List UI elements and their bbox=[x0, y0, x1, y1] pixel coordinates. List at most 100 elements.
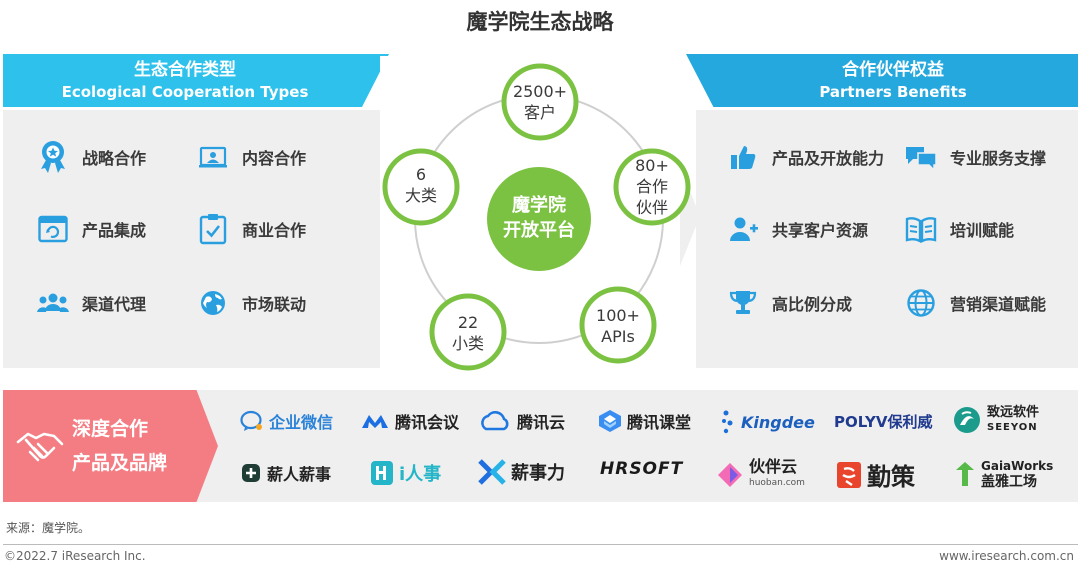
bubble-categories bbox=[382, 148, 460, 226]
logo-polyv: POLYV保利威 bbox=[834, 411, 932, 432]
bubble-caption: 大类 bbox=[404, 186, 437, 205]
logo-tencent-meeting: 腾讯会议 bbox=[360, 409, 459, 433]
logo-text: 薪事力 bbox=[511, 463, 565, 484]
logo-subtext: huoban.com bbox=[749, 478, 805, 488]
right-item-label: 产品及开放能力 bbox=[772, 149, 885, 168]
logo-text: GaiaWorks bbox=[981, 459, 1054, 473]
bubble-caption: 伙伴 bbox=[635, 198, 668, 217]
source-note: 来源：魔学院。 bbox=[6, 521, 91, 535]
thumbs-up-icon bbox=[726, 140, 760, 174]
huoban-text: 伙伴云 huoban.com bbox=[749, 458, 805, 492]
wecom-icon bbox=[240, 410, 264, 432]
logo-text: 伙伴云 bbox=[749, 457, 798, 476]
right-item-label: 专业服务支撑 bbox=[950, 149, 1047, 168]
book-icon bbox=[904, 212, 938, 246]
handshake-icon bbox=[16, 432, 64, 462]
qince-icon bbox=[836, 461, 862, 489]
footer-website: www.iresearch.com.cn bbox=[939, 549, 1074, 563]
bubble-value: 100+ bbox=[596, 306, 640, 325]
left-panel-title-zh: 生态合作类型 bbox=[134, 60, 236, 80]
globe-icon bbox=[904, 286, 938, 320]
footer-copyright: ©2022.7 iResearch Inc. bbox=[4, 549, 146, 563]
center-hub-label: 魔学院 开放平台 bbox=[489, 193, 589, 243]
left-panel-header: 生态合作类型 Ecological Cooperation Types bbox=[3, 54, 389, 107]
kingdee-icon bbox=[720, 409, 736, 435]
left-panel-title-en: Ecological Cooperation Types bbox=[61, 83, 309, 101]
trophy-icon bbox=[726, 286, 760, 320]
logo-subtext: SEEYON bbox=[987, 422, 1038, 433]
right-panel-header: 合作伙伴权益 Partners Benefits bbox=[686, 54, 1078, 107]
bubble-apis-label: 100+ APIs bbox=[578, 305, 658, 347]
right-item-label: 共享客户资源 bbox=[772, 221, 869, 240]
logo-text: 勤策 bbox=[867, 462, 915, 491]
logo-tencent-classroom: 腾讯课堂 bbox=[598, 409, 691, 433]
logo-text: i人事 bbox=[399, 464, 442, 485]
people-group-icon bbox=[36, 286, 70, 320]
right-panel-body bbox=[696, 110, 1078, 368]
hub-line2: 开放平台 bbox=[503, 220, 575, 241]
bubble-subcategories-label: 22 小类 bbox=[428, 312, 508, 354]
bubble-caption: 合作 bbox=[635, 177, 668, 196]
right-item-customers: 共享客户资源 bbox=[726, 212, 868, 246]
xinshili-icon bbox=[478, 459, 506, 485]
right-item-service: 专业服务支撑 bbox=[904, 140, 1046, 174]
band-line2: 产品及品牌 bbox=[72, 452, 168, 474]
left-item-channel: 渠道代理 bbox=[36, 286, 146, 320]
globe-icon bbox=[196, 286, 230, 320]
bubble-subcategories bbox=[429, 293, 507, 371]
tencent-meeting-icon bbox=[360, 412, 390, 430]
left-item-market: 市场联动 bbox=[196, 286, 306, 320]
logo-text: 腾讯会议 bbox=[395, 413, 460, 432]
tencent-classroom-icon bbox=[598, 409, 622, 433]
left-item-content: 内容合作 bbox=[196, 140, 306, 174]
right-item-label: 高比例分成 bbox=[772, 295, 853, 314]
logo-kingdee: Kingdee bbox=[720, 409, 815, 435]
center-hub bbox=[487, 167, 591, 271]
band-title: 深度合作 产品及品牌 bbox=[72, 412, 167, 480]
logo-text: 腾讯课堂 bbox=[627, 413, 692, 432]
bubble-partners bbox=[613, 148, 691, 226]
right-panel-title-zh: 合作伙伴权益 bbox=[842, 60, 944, 80]
right-panel-title-en: Partners Benefits bbox=[819, 83, 967, 101]
left-item-label: 市场联动 bbox=[242, 295, 307, 314]
left-item-label: 战略合作 bbox=[82, 149, 147, 168]
seeyon-icon bbox=[952, 405, 982, 435]
logo-text: 薪人薪事 bbox=[267, 465, 332, 484]
right-item-marketing: 营销渠道赋能 bbox=[904, 286, 1046, 320]
left-item-label: 渠道代理 bbox=[82, 295, 147, 314]
center-diagram bbox=[380, 56, 700, 376]
xinrenxinshi-icon bbox=[240, 462, 262, 484]
left-item-business: 商业合作 bbox=[196, 212, 306, 246]
huoban-icon bbox=[716, 461, 744, 489]
gaiaworks-icon bbox=[954, 460, 976, 488]
cloud-icon bbox=[478, 410, 512, 432]
bubble-apis bbox=[579, 286, 657, 364]
logo-huoban: 伙伴云 huoban.com bbox=[716, 458, 805, 492]
presentation-icon bbox=[196, 140, 230, 174]
add-user-icon bbox=[726, 212, 760, 246]
left-item-strategic: 战略合作 bbox=[36, 140, 146, 174]
seeyon-text: 致远软件 SEEYON bbox=[987, 405, 1039, 435]
logo-text: 致远软件 bbox=[987, 405, 1040, 420]
bubble-caption: 客户 bbox=[523, 103, 556, 122]
logo-text: HRSOFT bbox=[600, 459, 684, 479]
bubble-caption: APIs bbox=[601, 327, 635, 346]
logo-tencent-cloud: 腾讯云 bbox=[478, 409, 565, 433]
medal-icon bbox=[36, 140, 70, 174]
right-item-product: 产品及开放能力 bbox=[726, 140, 884, 174]
bubble-categories-label: 6 大类 bbox=[381, 164, 461, 206]
bubble-value: 2500+ bbox=[512, 82, 568, 101]
bubble-value: 6 bbox=[415, 165, 427, 184]
logo-qince: 勤策 bbox=[836, 457, 915, 492]
page-title: 魔学院生态战略 bbox=[466, 10, 614, 34]
right-item-label: 培训赋能 bbox=[950, 221, 1015, 240]
logo-text: 腾讯云 bbox=[517, 413, 566, 432]
logo-irenshi: i人事 bbox=[370, 460, 441, 486]
browser-window-icon bbox=[36, 212, 70, 246]
bubble-customers bbox=[501, 63, 579, 141]
bubble-value: 80+ bbox=[635, 156, 669, 175]
chat-bubbles-icon bbox=[904, 140, 938, 174]
logo-hrsoft: HRSOFT bbox=[600, 459, 683, 479]
right-item-training: 培训赋能 bbox=[904, 212, 1014, 246]
logo-subtext: 盖雅工场 bbox=[981, 474, 1037, 490]
